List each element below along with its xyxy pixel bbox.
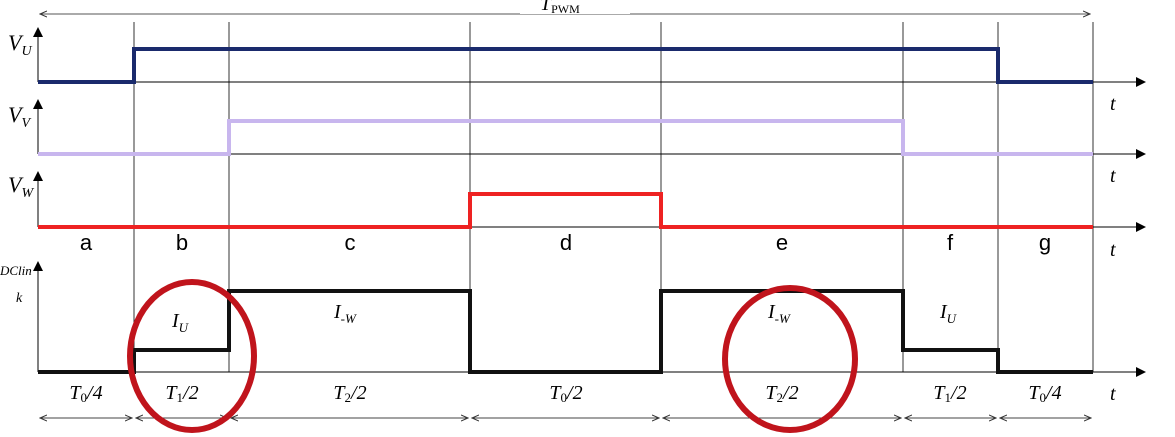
vw-time-axis-label: t [1110,239,1116,261]
segment-label-a: a [80,230,93,255]
duration-label-f: T1/2 [933,382,966,405]
vv-signal-row: VV t [8,99,1146,187]
duration-label-c: T2/2 [333,382,366,405]
segment-label-g: g [1039,230,1051,255]
vu-label: VU [8,30,32,59]
duration-labels: T0/4 T1/2 T2/2 T0/2 T2/2 T1/2 T0/4 [69,382,1061,405]
vw-label: VW [8,172,34,201]
segment-label-f: f [947,230,954,255]
segment-labels: a b c d e f g [80,230,1051,255]
dc-link-label: DClin [0,263,32,278]
vw-waveform [38,192,1093,229]
current-label-iw-2: I-W [767,301,791,326]
segment-label-c: c [345,230,356,255]
vu-waveform [38,47,1093,84]
current-label-iu-2: IU [939,301,958,326]
duration-label-d: T0/2 [549,382,582,405]
current-label-iw-1: I-W [333,301,357,326]
vv-label: VV [8,102,31,131]
duration-label-a: T0/4 [69,382,102,405]
duration-label-e: T2/2 [765,382,798,405]
period-indicator: TPWM [40,0,1090,16]
current-label-iu-1: IU [171,310,190,335]
current-time-axis-label: t [1110,383,1116,405]
segment-label-d: d [560,230,572,255]
segment-label-b: b [176,230,188,255]
vv-waveform [38,119,1093,156]
vv-time-axis-label: t [1110,165,1116,187]
dc-link-waveform [38,289,1093,374]
duration-label-b: T1/2 [165,382,198,405]
k-level-label: k [16,291,23,306]
segment-label-e: e [776,230,788,255]
duration-label-g: T0/4 [1028,382,1061,405]
vu-signal-row: VU t [8,27,1146,115]
highlight-circle-right [722,285,858,433]
vu-time-axis-label: t [1110,93,1116,115]
period-label: TPWM [540,0,580,16]
dc-link-current-row: DClin k t IU I-W I-W IU [0,261,1146,405]
highlight-circle-left [127,279,257,433]
vw-signal-row: VW t [8,171,1146,261]
